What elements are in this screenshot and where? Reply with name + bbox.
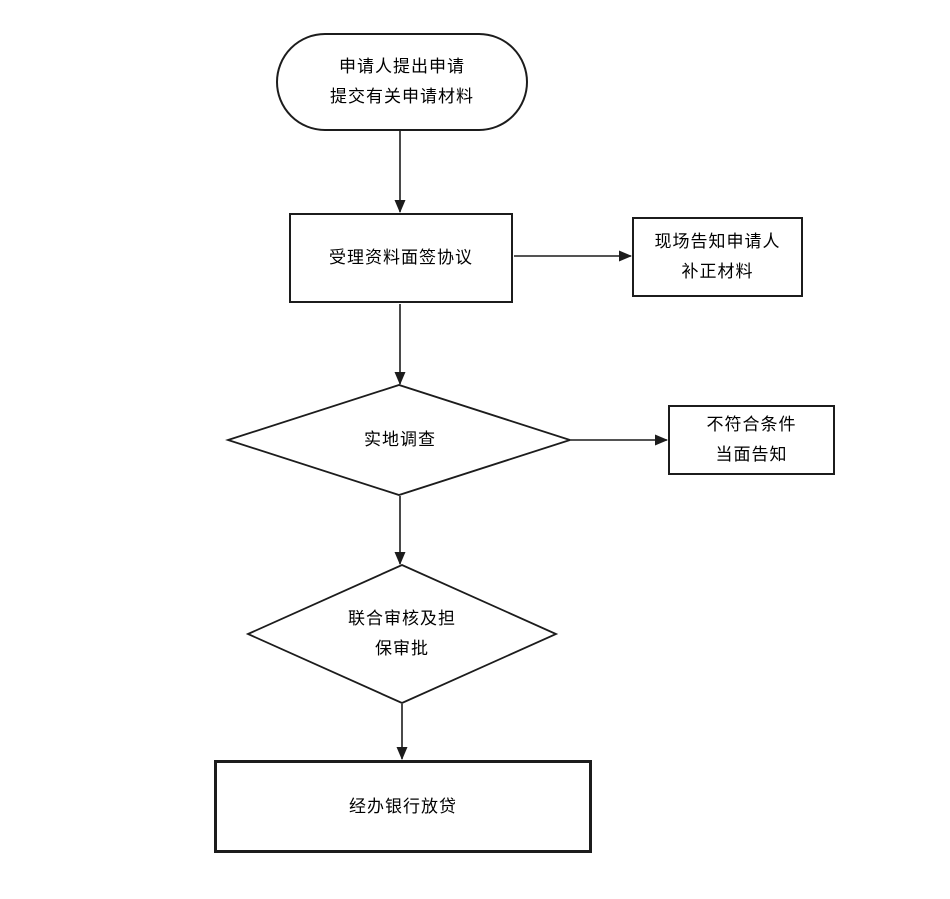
node-reject-notify-process: 不符合条件 当面告知 xyxy=(668,405,835,475)
node-bank-label: 经办银行放贷 xyxy=(349,796,457,816)
node-bank-loan-process: 经办银行放贷 xyxy=(214,760,592,853)
decision-joint-review-shape xyxy=(245,564,559,704)
node-start-label-line2: 提交有关申请材料 xyxy=(330,87,474,106)
node-reject-label-line1: 不符合条件 xyxy=(706,415,797,434)
node-notify-supplement-process: 现场告知申请人 补正材料 xyxy=(632,217,803,297)
node-accept-process: 受理资料面签协议 xyxy=(289,213,513,303)
decision-field-survey-shape xyxy=(225,384,573,496)
node-notify-label-line1: 现场告知申请人 xyxy=(654,232,781,251)
node-notify-label-line2: 补正材料 xyxy=(681,262,754,281)
node-start-terminator: 申请人提出申请 提交有关申请材料 xyxy=(276,33,528,131)
node-accept-label: 受理资料面签协议 xyxy=(329,248,473,267)
node-reject-label-line2: 当面告知 xyxy=(715,445,788,464)
node-start-label-line1: 申请人提出申请 xyxy=(339,57,465,76)
